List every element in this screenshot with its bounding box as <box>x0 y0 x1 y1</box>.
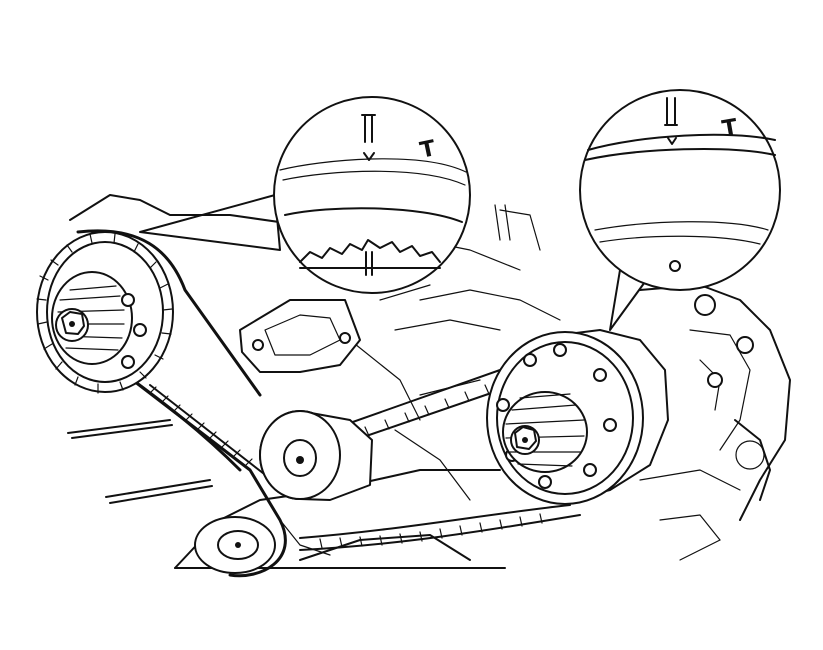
left-camshaft-pulley <box>36 231 174 394</box>
flange-plate <box>239 299 361 373</box>
lower-pulley <box>194 516 276 574</box>
studs <box>67 419 213 504</box>
left-detail-callout: T <box>139 96 471 294</box>
idler-pulley <box>259 410 373 501</box>
timing-mark-letter-left: T <box>418 136 438 164</box>
engine-block <box>69 194 791 569</box>
right-camshaft-pulley <box>486 329 669 505</box>
right-detail-callout: T <box>579 89 781 331</box>
timing-mark-letter-right: T <box>720 115 739 142</box>
